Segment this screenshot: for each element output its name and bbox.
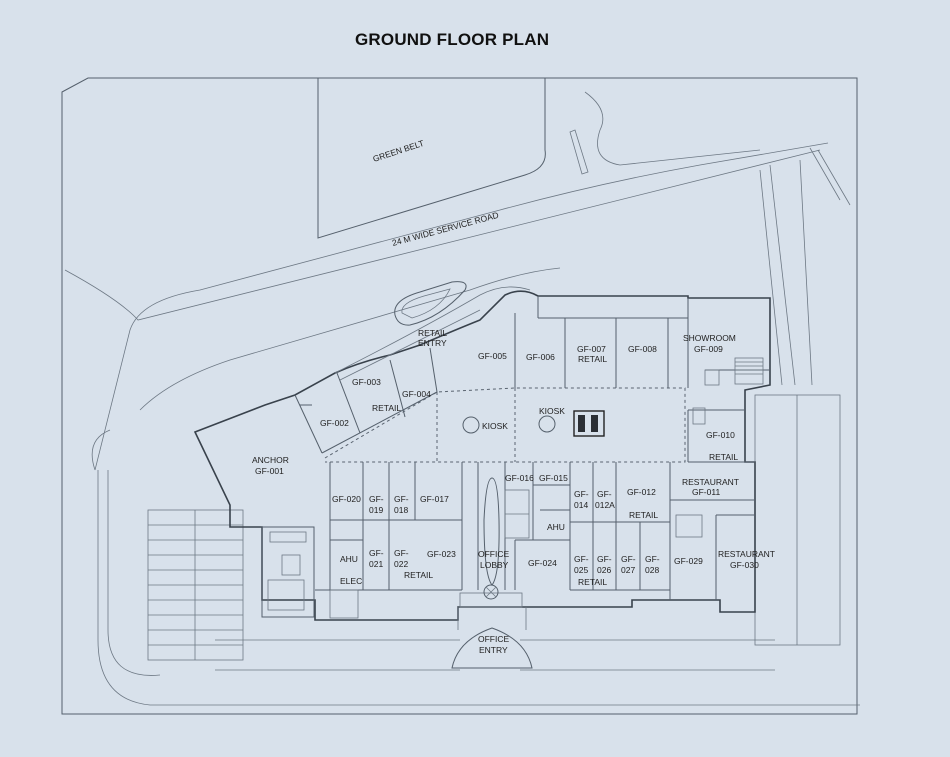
- green-belt-outline: [317, 78, 546, 239]
- retail-entry-canopy: [394, 281, 467, 326]
- office-lobby-2: LOBBY: [480, 560, 509, 570]
- south-shops: [315, 462, 670, 619]
- unit-gf-029: GF-029: [674, 556, 703, 566]
- unit-gf-018-a: GF-: [394, 494, 409, 504]
- unit-gf-018-b: 018: [394, 505, 408, 515]
- unit-gf-030: GF-030: [730, 560, 759, 570]
- retail-entry-label-2: ENTRY: [418, 338, 447, 348]
- unit-gf-017: GF-017: [420, 494, 449, 504]
- unit-gf-026-a: GF-: [597, 554, 612, 564]
- north-shops: [514, 296, 770, 388]
- ahu-1-label: AHU: [340, 554, 358, 564]
- unit-gf-005: GF-005: [478, 351, 507, 361]
- unit-gf-019-b: 019: [369, 505, 383, 515]
- unit-gf-022-b: 022: [394, 559, 408, 569]
- unit-gf-012a-b: 012A: [595, 500, 615, 510]
- unit-gf-012-retail: RETAIL: [629, 510, 658, 520]
- unit-gf-004: GF-004: [402, 389, 431, 399]
- unit-gf-024: GF-024: [528, 558, 557, 568]
- kiosk-1-label: KIOSK: [482, 421, 508, 431]
- unit-gf-011: GF-011: [692, 487, 720, 497]
- parking-bottom: [215, 639, 775, 671]
- unit-restaurant-011: RESTAURANT: [682, 477, 739, 487]
- plan-title: GROUND FLOOR PLAN: [355, 30, 550, 49]
- unit-gf-015: GF-015: [539, 473, 568, 483]
- unit-gf-006: GF-006: [526, 352, 555, 362]
- parking-left: [147, 509, 244, 661]
- unit-gf-025-b: 025: [574, 565, 588, 575]
- unit-gf-021-a: GF-: [369, 548, 384, 558]
- building-outline: [193, 290, 771, 621]
- office-entry-area: [451, 584, 533, 669]
- office-entry-1: OFFICE: [478, 634, 509, 644]
- west-shops: [294, 347, 438, 454]
- kiosk-1-marker: [462, 416, 480, 434]
- unit-restaurant-030: RESTAURANT: [718, 549, 775, 559]
- unit-gf-021-b: 021: [369, 559, 383, 569]
- unit-showroom: SHOWROOM: [683, 333, 736, 343]
- unit-anchor: ANCHOR: [252, 455, 289, 465]
- unit-gf-020: GF-020: [332, 494, 361, 504]
- site-boundary: [61, 77, 858, 715]
- unit-gf-027-a: GF-: [621, 554, 636, 564]
- unit-gf-014-b: 014: [574, 500, 588, 510]
- ahu-2-label: AHU: [547, 522, 565, 532]
- unit-gf-028-a: GF-: [645, 554, 660, 564]
- unit-gf-012a-a: GF-: [597, 489, 612, 499]
- unit-gf-019-a: GF-: [369, 494, 384, 504]
- unit-gf-003-retail: RETAIL: [372, 403, 401, 413]
- service-block: [261, 526, 315, 618]
- kiosk-2-label: KIOSK: [539, 406, 565, 416]
- unit-gf-010: GF-010: [706, 430, 735, 440]
- unit-gf-025-a: GF-: [574, 554, 589, 564]
- elec-label: ELEC: [340, 576, 362, 586]
- service-road-label: 24 M WIDE SERVICE ROAD: [391, 210, 500, 248]
- unit-gf-026-b: 026: [597, 565, 611, 575]
- unit-gf-022-retail: RETAIL: [404, 570, 433, 580]
- unit-gf-023: GF-023: [427, 549, 456, 559]
- unit-gf-010-retail: RETAIL: [709, 452, 738, 462]
- unit-gf-008: GF-008: [628, 344, 657, 354]
- unit-gf-003: GF-003: [352, 377, 381, 387]
- unit-gf-027-b: 027: [621, 565, 635, 575]
- unit-gf-016: GF-016: [505, 473, 534, 483]
- unit-gf-014-a: GF-: [574, 489, 589, 499]
- unit-gf-009: GF-009: [694, 344, 723, 354]
- unit-gf-002: GF-002: [320, 418, 349, 428]
- unit-gf-012: GF-012: [627, 487, 656, 497]
- unit-gf-022-a: GF-: [394, 548, 409, 558]
- retail-entry-label-1: RETAIL: [418, 328, 447, 338]
- escalator: [573, 410, 605, 437]
- green-belt-label: GREEN BELT: [372, 138, 426, 164]
- unit-gf-007: GF-007: [577, 344, 606, 354]
- unit-gf-028-b: 028: [645, 565, 659, 575]
- unit-gf-001: GF-001: [255, 466, 284, 476]
- unit-gf-007-retail: RETAIL: [578, 354, 607, 364]
- atrium-dashed: [324, 387, 686, 463]
- kiosk-2-marker: [538, 415, 556, 433]
- parking-right: [754, 394, 841, 646]
- office-entry-2: ENTRY: [479, 645, 508, 655]
- service-road-outline: [64, 149, 821, 321]
- office-lobby-1: OFFICE: [478, 549, 509, 559]
- unit-gf-025-retail: RETAIL: [578, 577, 607, 587]
- east-shops: [669, 407, 755, 600]
